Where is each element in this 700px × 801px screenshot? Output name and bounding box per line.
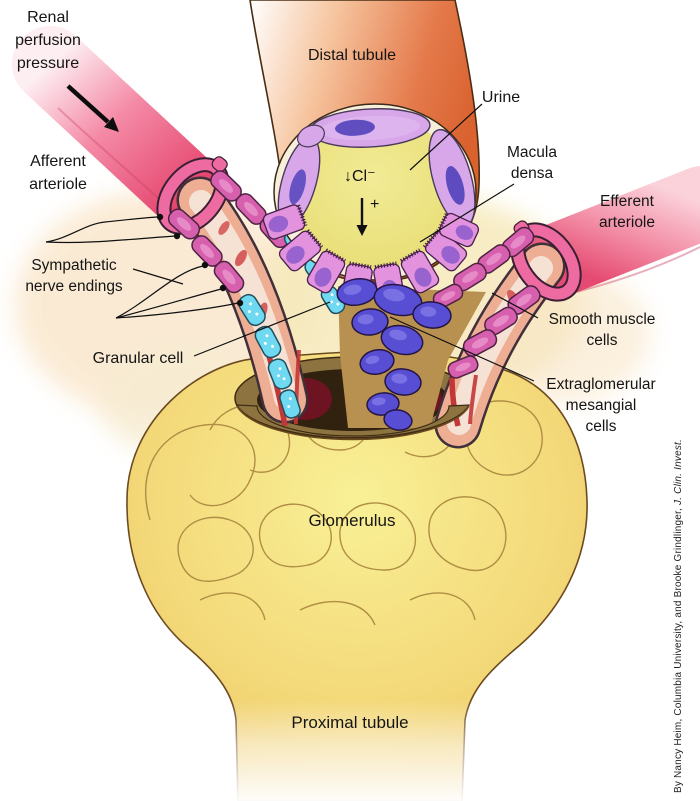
label-macula-densa: Macula densa (507, 144, 557, 182)
label-distal-tubule: Distal tubule (307, 47, 397, 64)
bottom-fade (0, 700, 700, 801)
sympathetic-nerve-fibres (45, 213, 244, 319)
afferent-arteriole-shape (12, 26, 228, 232)
granular-cells (238, 228, 346, 419)
label-smooth-muscle-cells: Smooth muscle cells (548, 311, 656, 349)
credit-line: By Nancy Heim, Columbia University, and … (673, 439, 684, 793)
plus-annotation: + (370, 196, 380, 213)
label-granular-cell: Granular cell (92, 350, 184, 367)
credit-journal: J. Clin. Invest. (673, 438, 684, 505)
label-glomerulus: Glomerulus (308, 511, 396, 530)
distal-tubule-cross-section (273, 103, 477, 281)
chloride-annotation: ↓Cl⁻ (344, 168, 376, 185)
smooth-muscle-cells-afferent (167, 170, 291, 294)
label-sympathetic-nerve-endings: Sympathetic nerve endings (25, 257, 123, 295)
label-urine: Urine (481, 89, 521, 106)
efferent-arteriole-shape (516, 166, 700, 299)
leader-lines (132, 103, 539, 382)
renal-pressure-arrow (66, 84, 119, 132)
chloride-flow-arrow (356, 198, 368, 236)
smooth-muscle-cells-efferent (432, 226, 541, 379)
label-extraglomerular-mesangial-cells: Extraglomerular mesangial cells (546, 376, 656, 435)
extraglomerular-mesangial-cells (336, 277, 452, 431)
label-efferent-arteriole: Efferent arteriole (599, 193, 655, 231)
label-proximal-tubule: Proximal tubule (291, 713, 409, 732)
label-renal-perfusion-pressure: Renal perfusion pressure (15, 9, 81, 72)
label-afferent-arteriole: Afferent arteriole (29, 153, 87, 193)
capsule-front-lip (235, 404, 471, 441)
credit-authors: By Nancy Heim, Columbia University, and … (673, 504, 684, 793)
afferent-endothelium (218, 221, 301, 427)
glomerulus-shape (126, 351, 588, 801)
